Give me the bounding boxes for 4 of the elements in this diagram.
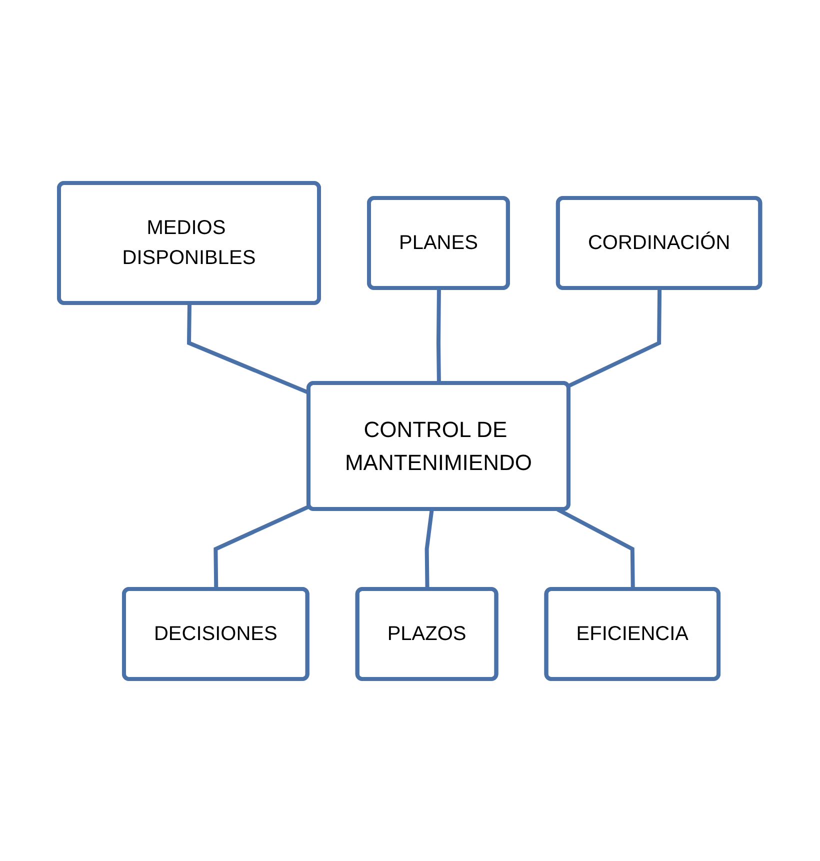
connector	[568, 288, 662, 388]
connector	[214, 504, 311, 590]
connector	[425, 508, 434, 590]
connector	[436, 288, 442, 384]
